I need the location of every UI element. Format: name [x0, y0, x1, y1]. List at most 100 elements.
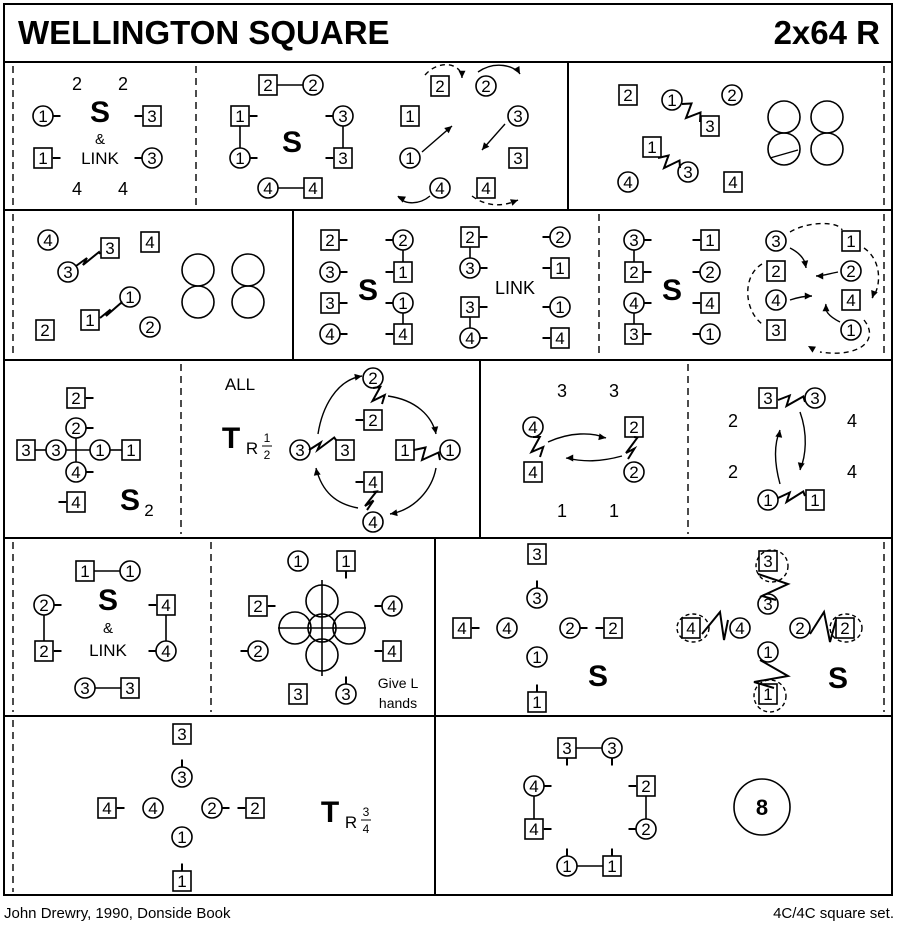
path-arrow: [769, 149, 799, 159]
man-square: [618, 84, 638, 106]
setting-symbol: S: [828, 662, 848, 695]
man-square: [508, 147, 528, 169]
arrow-head: [458, 70, 466, 78]
zigzag-hands: [777, 393, 806, 409]
path-arrow: [547, 433, 607, 443]
arrow-head: [513, 66, 520, 74]
dancer-number: 1: [38, 107, 47, 126]
dancer-number: 4: [528, 418, 537, 437]
man-square: [320, 292, 340, 314]
arrow-head: [431, 426, 439, 434]
woman-circle: [142, 797, 164, 819]
dashed-loop: [755, 549, 789, 583]
all-label: ALL: [225, 375, 255, 394]
path-arrow: [424, 64, 463, 79]
dancer-number: 4: [846, 291, 855, 310]
dancer-number: 2: [71, 389, 80, 408]
dancer-number: 2: [840, 619, 849, 638]
position-label: 4: [118, 179, 128, 199]
woman-circle: [617, 171, 639, 193]
arrow-head: [598, 433, 606, 441]
fraction-denominator: 4: [363, 822, 370, 836]
dancer-number: 3: [295, 441, 304, 460]
woman-circle: [789, 617, 811, 639]
dancer-number: 1: [95, 441, 104, 460]
woman-circle: [439, 439, 461, 461]
dancer-number: 2: [565, 619, 574, 638]
zigzag-hands: [809, 609, 837, 643]
dancer-number: 2: [398, 231, 407, 250]
path-arrow: [789, 247, 807, 269]
ampersand: &: [103, 620, 113, 637]
woman-circle: [287, 550, 309, 572]
dancer-number: 1: [562, 857, 571, 876]
setting-symbol: S: [90, 96, 110, 129]
dancer-number: 4: [705, 294, 714, 313]
man-square: [142, 105, 162, 127]
dance-title: WELLINGTON SQUARE: [18, 14, 390, 51]
position-label: 4: [72, 179, 82, 199]
dancer-number: 2: [40, 321, 49, 340]
man-square: [766, 260, 786, 282]
zigzag-hands: [757, 573, 791, 601]
dancer-number: 1: [38, 149, 47, 168]
dancer-number: 3: [177, 768, 186, 787]
dancer-number: 2: [641, 777, 650, 796]
dancer-number: 2: [39, 596, 48, 615]
dancer-number: 1: [177, 872, 186, 891]
dancer-number: 1: [405, 107, 414, 126]
setting-subscript: 2: [144, 501, 153, 520]
dashed-loop: [829, 613, 863, 643]
dancer-number: 3: [683, 163, 692, 182]
path-arrow: [389, 467, 437, 515]
woman-circle: [119, 286, 141, 308]
dancer-number: 4: [457, 619, 466, 638]
link-label: LINK: [81, 149, 119, 168]
dancer-number: 3: [325, 294, 334, 313]
dancer-number: 2: [705, 263, 714, 282]
dancer-number: 2: [771, 262, 780, 281]
dancer-number: 3: [562, 739, 571, 758]
arrow-head: [808, 346, 816, 353]
dancer-number: 1: [846, 232, 855, 251]
path-arrow: [317, 375, 363, 435]
footer-credits: John Drewry, 1990, Donside Book: [4, 905, 231, 922]
dancer-number: 3: [63, 263, 72, 282]
dancer-number: 3: [763, 595, 772, 614]
dancer-number: 4: [529, 777, 538, 796]
reel-loop: [767, 132, 801, 166]
dancer-number: 4: [735, 619, 744, 638]
man-square: [841, 230, 861, 252]
dancer-number: 1: [125, 288, 134, 307]
dancer-number: 2: [465, 228, 474, 247]
path-arrow: [565, 455, 623, 462]
dancer-number: 3: [532, 545, 541, 564]
man-square: [841, 289, 861, 311]
dancer-number: 3: [771, 232, 780, 251]
position-label: 2: [72, 74, 82, 94]
fraction-denominator: 2: [264, 448, 271, 462]
dancer-number: 2: [368, 411, 377, 430]
man-square: [681, 617, 701, 639]
fraction-numerator: 3: [363, 805, 370, 819]
man-square: [363, 409, 383, 431]
position-label: 2: [728, 462, 738, 482]
dancer-number: 4: [308, 179, 317, 198]
dancer-number: 3: [325, 263, 334, 282]
path-arrow: [774, 429, 781, 485]
man-square: [382, 640, 402, 662]
dancer-number: 3: [465, 259, 474, 278]
woman-circle: [37, 229, 59, 251]
position-label: 1: [609, 501, 619, 521]
dancer-number: 3: [293, 685, 302, 704]
dancer-number: 2: [481, 77, 490, 96]
dancer-number: 1: [705, 325, 714, 344]
man-square: [476, 177, 496, 199]
bars-circle: [733, 778, 791, 836]
arrow-head: [822, 304, 830, 312]
woman-circle: [757, 641, 779, 663]
dashed-separators: [12, 66, 885, 892]
dancer-number: 4: [555, 329, 564, 348]
